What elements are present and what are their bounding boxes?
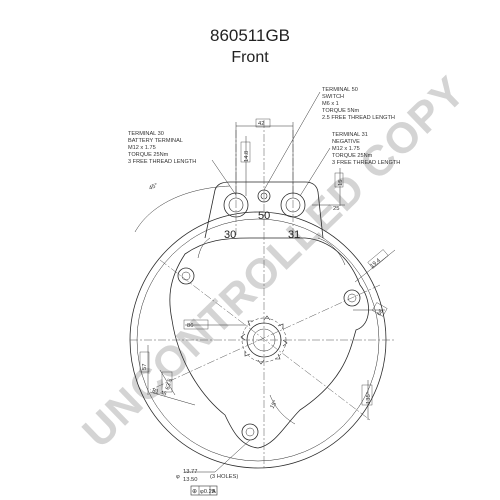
note-line: SWITCH	[322, 94, 344, 100]
dim-19-4: 19.4	[369, 257, 382, 269]
terminal-30-label: 30	[224, 229, 236, 241]
terminal-50-note: TERMINAL 50 SWITCH M6 x 1 TORQUE 5Nm 2.5…	[322, 87, 395, 121]
dim-25: 25	[333, 206, 339, 212]
flange-outline	[169, 237, 369, 449]
note-line: M12 x 1.75	[128, 145, 156, 151]
note-line: TORQUE 25Nm	[332, 153, 373, 159]
terminal-50-label: 50	[258, 210, 270, 222]
dim-63-5: 63.5	[165, 378, 174, 390]
dim-81-46: 81.46	[151, 388, 167, 398]
position-tolerance-icon: ⊕	[192, 489, 197, 495]
hole-diameter-min: 13.50	[183, 477, 198, 483]
leader-terminal-30	[211, 159, 237, 196]
solenoid-housing	[204, 181, 324, 239]
dim-66: 66	[377, 308, 385, 317]
note-line: M6 x 1	[322, 101, 339, 107]
note-line: 3 FREE THREAD LENGTH	[332, 160, 400, 166]
note-line: M12 x 1.75	[332, 146, 360, 152]
dim-57: 57	[142, 364, 148, 370]
dim-15: 15	[338, 180, 344, 186]
note-line: TERMINAL 50	[322, 87, 358, 93]
hole-diameter-symbol: φ	[176, 474, 180, 480]
note-line: 3 FREE THREAD LENGTH	[128, 159, 196, 165]
note-line: TERMINAL 31	[332, 132, 368, 138]
note-line: 2.5 FREE THREAD LENGTH	[322, 115, 395, 121]
hole-diameter-max: 13.77	[183, 469, 198, 475]
hole-count: (3 HOLES)	[210, 474, 238, 480]
note-line: TORQUE 5Nm	[322, 108, 360, 114]
terminal-31-note: TERMINAL 31 NEGATIVE M12 x 1.75 TORQUE 2…	[332, 132, 400, 166]
part-number-title: 860511GB	[209, 26, 291, 45]
note-line: TERMINAL 30	[128, 131, 164, 137]
leader-terminal-50	[263, 91, 321, 191]
leader-terminal-31	[299, 147, 331, 197]
mounting-hole-left	[177, 267, 195, 285]
terminal-31-label: 31	[288, 229, 300, 241]
terminal-30-note: TERMINAL 30 BATTERY TERMINAL M12 x 1.75 …	[128, 131, 196, 165]
dim-14-8: 14.8	[244, 151, 250, 162]
dim-135-deg: 135°	[366, 392, 372, 404]
dim-42: 42	[258, 121, 264, 127]
note-line: TORQUE 25Nm	[128, 152, 169, 158]
note-line: BATTERY TERMINAL	[128, 138, 183, 144]
view-title: Front	[231, 49, 269, 66]
dim-15-deg: 15°	[270, 399, 280, 410]
mounting-hole-right	[343, 289, 361, 307]
dim-86: 86	[187, 323, 193, 329]
note-line: NEGATIVE	[332, 139, 360, 145]
tolerance-value: φ0.25	[200, 489, 215, 495]
tolerance-frame	[190, 485, 218, 496]
mounting-hole-bottom	[241, 423, 259, 441]
tolerance-datum: A	[212, 489, 216, 495]
dim-45-deg: 45°	[148, 183, 158, 192]
